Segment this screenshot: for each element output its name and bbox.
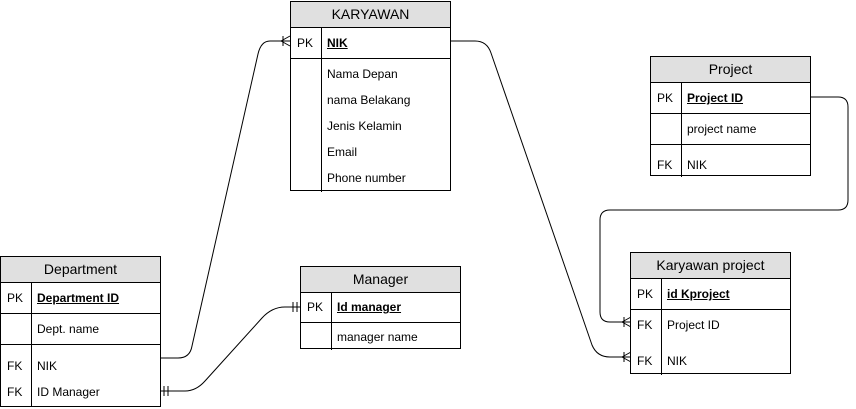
key-label: FK (637, 318, 653, 332)
fk-attribute: NIK (37, 359, 58, 373)
pk-attribute: NIK (327, 36, 348, 50)
pk-attribute: Id manager (337, 300, 402, 314)
crowfoot-karyawan-bot (280, 40, 291, 47)
entity-title: Project (651, 57, 810, 83)
entity-title: Department (1, 257, 160, 283)
attribute: nama Belakang (327, 93, 411, 107)
key-label: PK (307, 300, 324, 314)
entity-karyawan-project[interactable]: Karyawan project PK id Kproject FK Proje… (630, 252, 791, 375)
entity-karyawan[interactable]: KARYAWAN PK NIK Nama Depan nama Belakang… (290, 1, 451, 192)
key-label: FK (637, 354, 653, 368)
entity-project[interactable]: Project PK Project ID project name FK NI… (650, 56, 811, 177)
fk-attribute: Project ID (667, 318, 720, 332)
pk-attribute: Department ID (37, 291, 120, 305)
key-label: PK (7, 291, 24, 305)
key-label: PK (637, 287, 654, 301)
attribute: Jenis Kelamin (327, 119, 402, 133)
key-label: FK (657, 158, 673, 172)
entity-title: Manager (301, 267, 460, 293)
fk-attribute: NIK (687, 158, 708, 172)
pk-attribute: id Kproject (667, 287, 730, 301)
rel-department-manager (160, 306, 300, 392)
rel-karyawan-kproject (450, 40, 631, 358)
fk-attribute: NIK (667, 354, 688, 368)
attribute: Email (327, 145, 358, 159)
attribute: project name (687, 122, 757, 136)
attribute: Dept. name (37, 322, 100, 336)
key-label: FK (7, 359, 23, 373)
pk-attribute: Project ID (687, 91, 744, 105)
key-label: FK (7, 385, 23, 399)
key-label: PK (657, 91, 674, 105)
attribute: Phone number (327, 171, 406, 185)
rel-department-karyawan (160, 40, 290, 359)
entity-title: KARYAWAN (291, 2, 450, 28)
entity-title: Karyawan project (631, 253, 790, 279)
attribute: Nama Depan (327, 67, 398, 81)
attribute: manager name (337, 330, 418, 344)
entity-manager[interactable]: Manager PK Id manager manager name (300, 266, 461, 350)
key-label: PK (297, 36, 314, 50)
entity-department[interactable]: Department PK Department ID Dept. name F… (0, 256, 161, 407)
fk-attribute: ID Manager (37, 385, 100, 399)
crowfoot-karyawan-top (280, 35, 291, 42)
